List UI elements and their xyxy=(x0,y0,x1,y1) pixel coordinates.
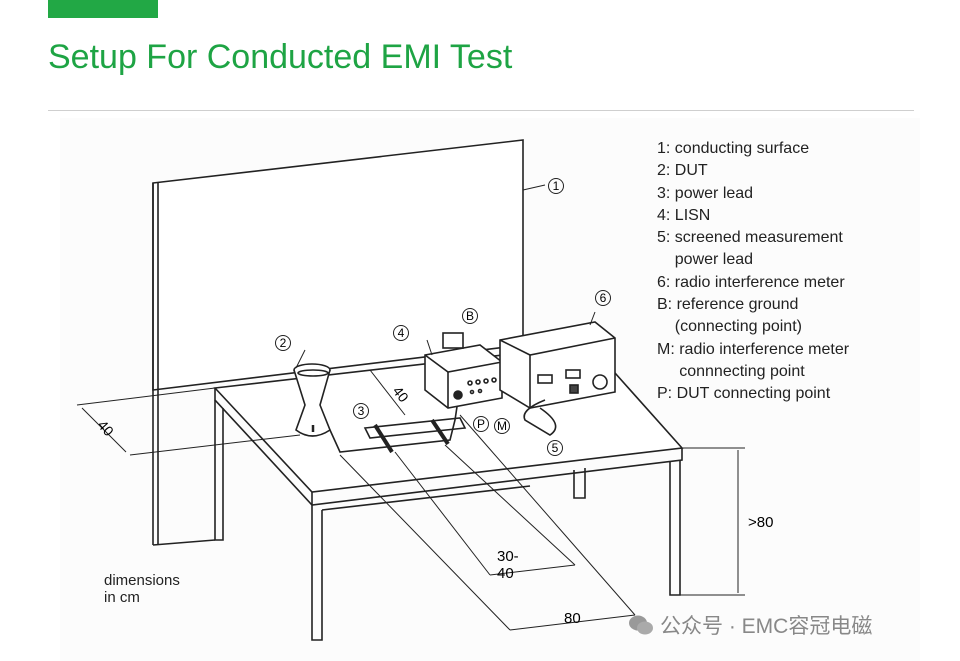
callout-b: B xyxy=(462,308,478,324)
callout-1: 1 xyxy=(548,178,564,194)
legend-item: connnecting point xyxy=(657,362,805,380)
callout-m: M xyxy=(494,418,510,434)
callout-3: 3 xyxy=(353,403,369,419)
dimension-depth: 80 xyxy=(564,610,581,627)
legend-item: M: radio interference meter xyxy=(657,340,850,358)
dimension-lead: 30-40 xyxy=(497,548,519,582)
power-lead xyxy=(329,399,467,454)
page-title: Setup For Conducted EMI Test xyxy=(48,38,513,76)
legend-item: 2: DUT xyxy=(657,162,708,180)
callout-2: 2 xyxy=(275,335,291,351)
callout-5: 5 xyxy=(547,440,563,456)
legend-item: 5: screened measurement xyxy=(657,229,843,247)
callout-p: P xyxy=(473,416,489,432)
legend: 1: conducting surface 2: DUT 3: power le… xyxy=(657,138,849,406)
units-note: dimensions in cm xyxy=(104,572,180,606)
watermark: 公众号 · EMC容冠电磁 xyxy=(628,610,872,640)
accent-bar xyxy=(48,0,158,18)
divider xyxy=(48,110,914,111)
legend-item: power lead xyxy=(657,251,754,269)
lisn-box xyxy=(424,332,503,409)
dimension-height: >80 xyxy=(748,514,774,531)
legend-item: 6: radio interference meter xyxy=(657,273,845,291)
dimension-lines xyxy=(76,184,745,631)
legend-item: (connecting point) xyxy=(657,318,802,336)
callout-4: 4 xyxy=(393,325,409,341)
watermark-text: 公众号 · EMC容冠电磁 xyxy=(660,615,873,638)
callout-6: 6 xyxy=(595,290,611,306)
legend-item: P: DUT connecting point xyxy=(657,385,831,403)
legend-item: 1: conducting surface xyxy=(657,140,810,157)
radio-interference-meter-box xyxy=(499,321,616,436)
wechat-icon xyxy=(628,614,654,636)
legend-item: B: reference ground xyxy=(657,296,799,314)
legend-item: 4: LISN xyxy=(657,206,711,224)
legend-item: 3: power lead xyxy=(657,184,754,202)
